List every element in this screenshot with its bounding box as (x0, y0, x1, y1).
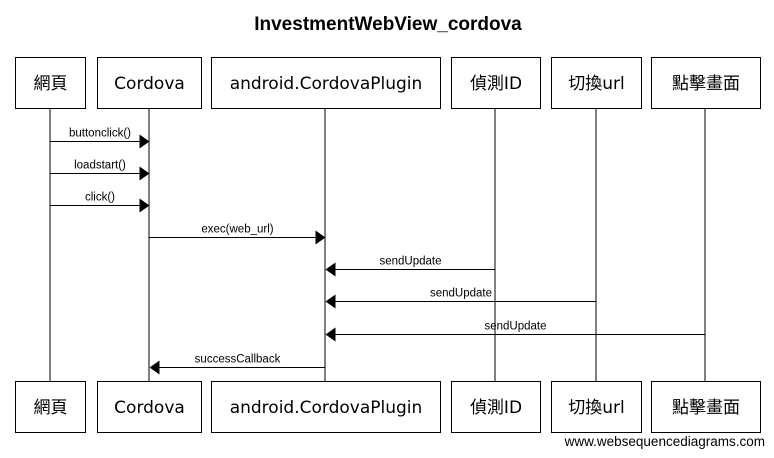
participant-box (651, 381, 761, 433)
message-arrowhead (315, 230, 326, 245)
message-1: loadstart() (50, 160, 150, 181)
message-3: exec(web_url) (149, 224, 326, 245)
participant-0-bottom: 網頁 (15, 381, 86, 433)
participant-label: 點擊畫面 (672, 398, 740, 418)
participant-3-bottom: 偵測ID (451, 381, 541, 433)
participant-4-top: 切換url (551, 57, 642, 109)
message-label: buttonclick() (69, 128, 131, 140)
participant-box (651, 57, 761, 109)
participant-label: 網頁 (34, 398, 68, 418)
watermark-text: www.websequencediagrams.com (564, 434, 765, 449)
participant-box (97, 57, 202, 109)
participant-box (97, 381, 202, 433)
participant-box (211, 381, 441, 433)
message-arrowhead (325, 262, 336, 277)
messages: buttonclick() loadstart() click() exec(web_… (50, 128, 706, 375)
participant-1-top: Cordova (97, 57, 202, 109)
participant-box (451, 57, 541, 109)
message-arrowhead (139, 198, 150, 213)
message-label: exec(web_url) (201, 224, 273, 236)
participant-box (15, 57, 86, 109)
participant-label: 偵測ID (470, 74, 522, 94)
participant-box (211, 57, 441, 109)
participant-label: 切換url (568, 398, 625, 418)
participant-3-top: 偵測ID (451, 57, 541, 109)
message-6: sendUpdate (325, 321, 706, 342)
participant-label: Cordova (114, 74, 185, 94)
message-arrowhead (325, 294, 336, 309)
participant-label: 網頁 (34, 74, 68, 94)
participant-label: android.CordovaPlugin (230, 74, 423, 94)
message-label: sendUpdate (379, 256, 441, 268)
participant-label: 點擊畫面 (672, 74, 740, 94)
participants-bottom: 網頁 Cordova android.CordovaPlugin 偵測ID 切換url 點… (15, 381, 761, 433)
participant-2-top: android.CordovaPlugin (211, 57, 441, 109)
message-label: successCallback (195, 354, 281, 366)
participant-label: 偵測ID (470, 398, 522, 418)
participant-2-bottom: android.CordovaPlugin (211, 381, 441, 433)
message-arrowhead (325, 327, 336, 342)
participant-5-bottom: 點擊畫面 (651, 381, 761, 433)
message-label: loadstart() (74, 160, 126, 172)
message-label: click() (85, 192, 115, 204)
participant-box (451, 381, 541, 433)
participant-0-top: 網頁 (15, 57, 86, 109)
diagram-title: InvestmentWebView_cordova (254, 14, 522, 35)
participant-label: android.CordovaPlugin (230, 398, 423, 418)
message-arrowhead (139, 134, 150, 149)
message-label: sendUpdate (484, 321, 546, 333)
message-2: click() (50, 192, 150, 213)
participant-box (551, 57, 642, 109)
message-4: sendUpdate (325, 256, 496, 277)
message-arrowhead (139, 166, 150, 181)
participant-4-bottom: 切換url (551, 381, 642, 433)
message-7: successCallback (149, 354, 326, 375)
participants-top: 網頁 Cordova android.CordovaPlugin 偵測ID 切換url 點… (15, 57, 761, 109)
participant-5-top: 點擊畫面 (651, 57, 761, 109)
participant-box (551, 381, 642, 433)
message-0: buttonclick() (50, 128, 150, 149)
participant-1-bottom: Cordova (97, 381, 202, 433)
participant-box (15, 381, 86, 433)
message-5: sendUpdate (325, 288, 597, 309)
message-label: sendUpdate (430, 288, 492, 300)
message-arrowhead (149, 360, 160, 375)
participant-label: 切換url (568, 74, 625, 94)
participant-label: Cordova (114, 398, 185, 418)
lifelines (49, 108, 706, 381)
